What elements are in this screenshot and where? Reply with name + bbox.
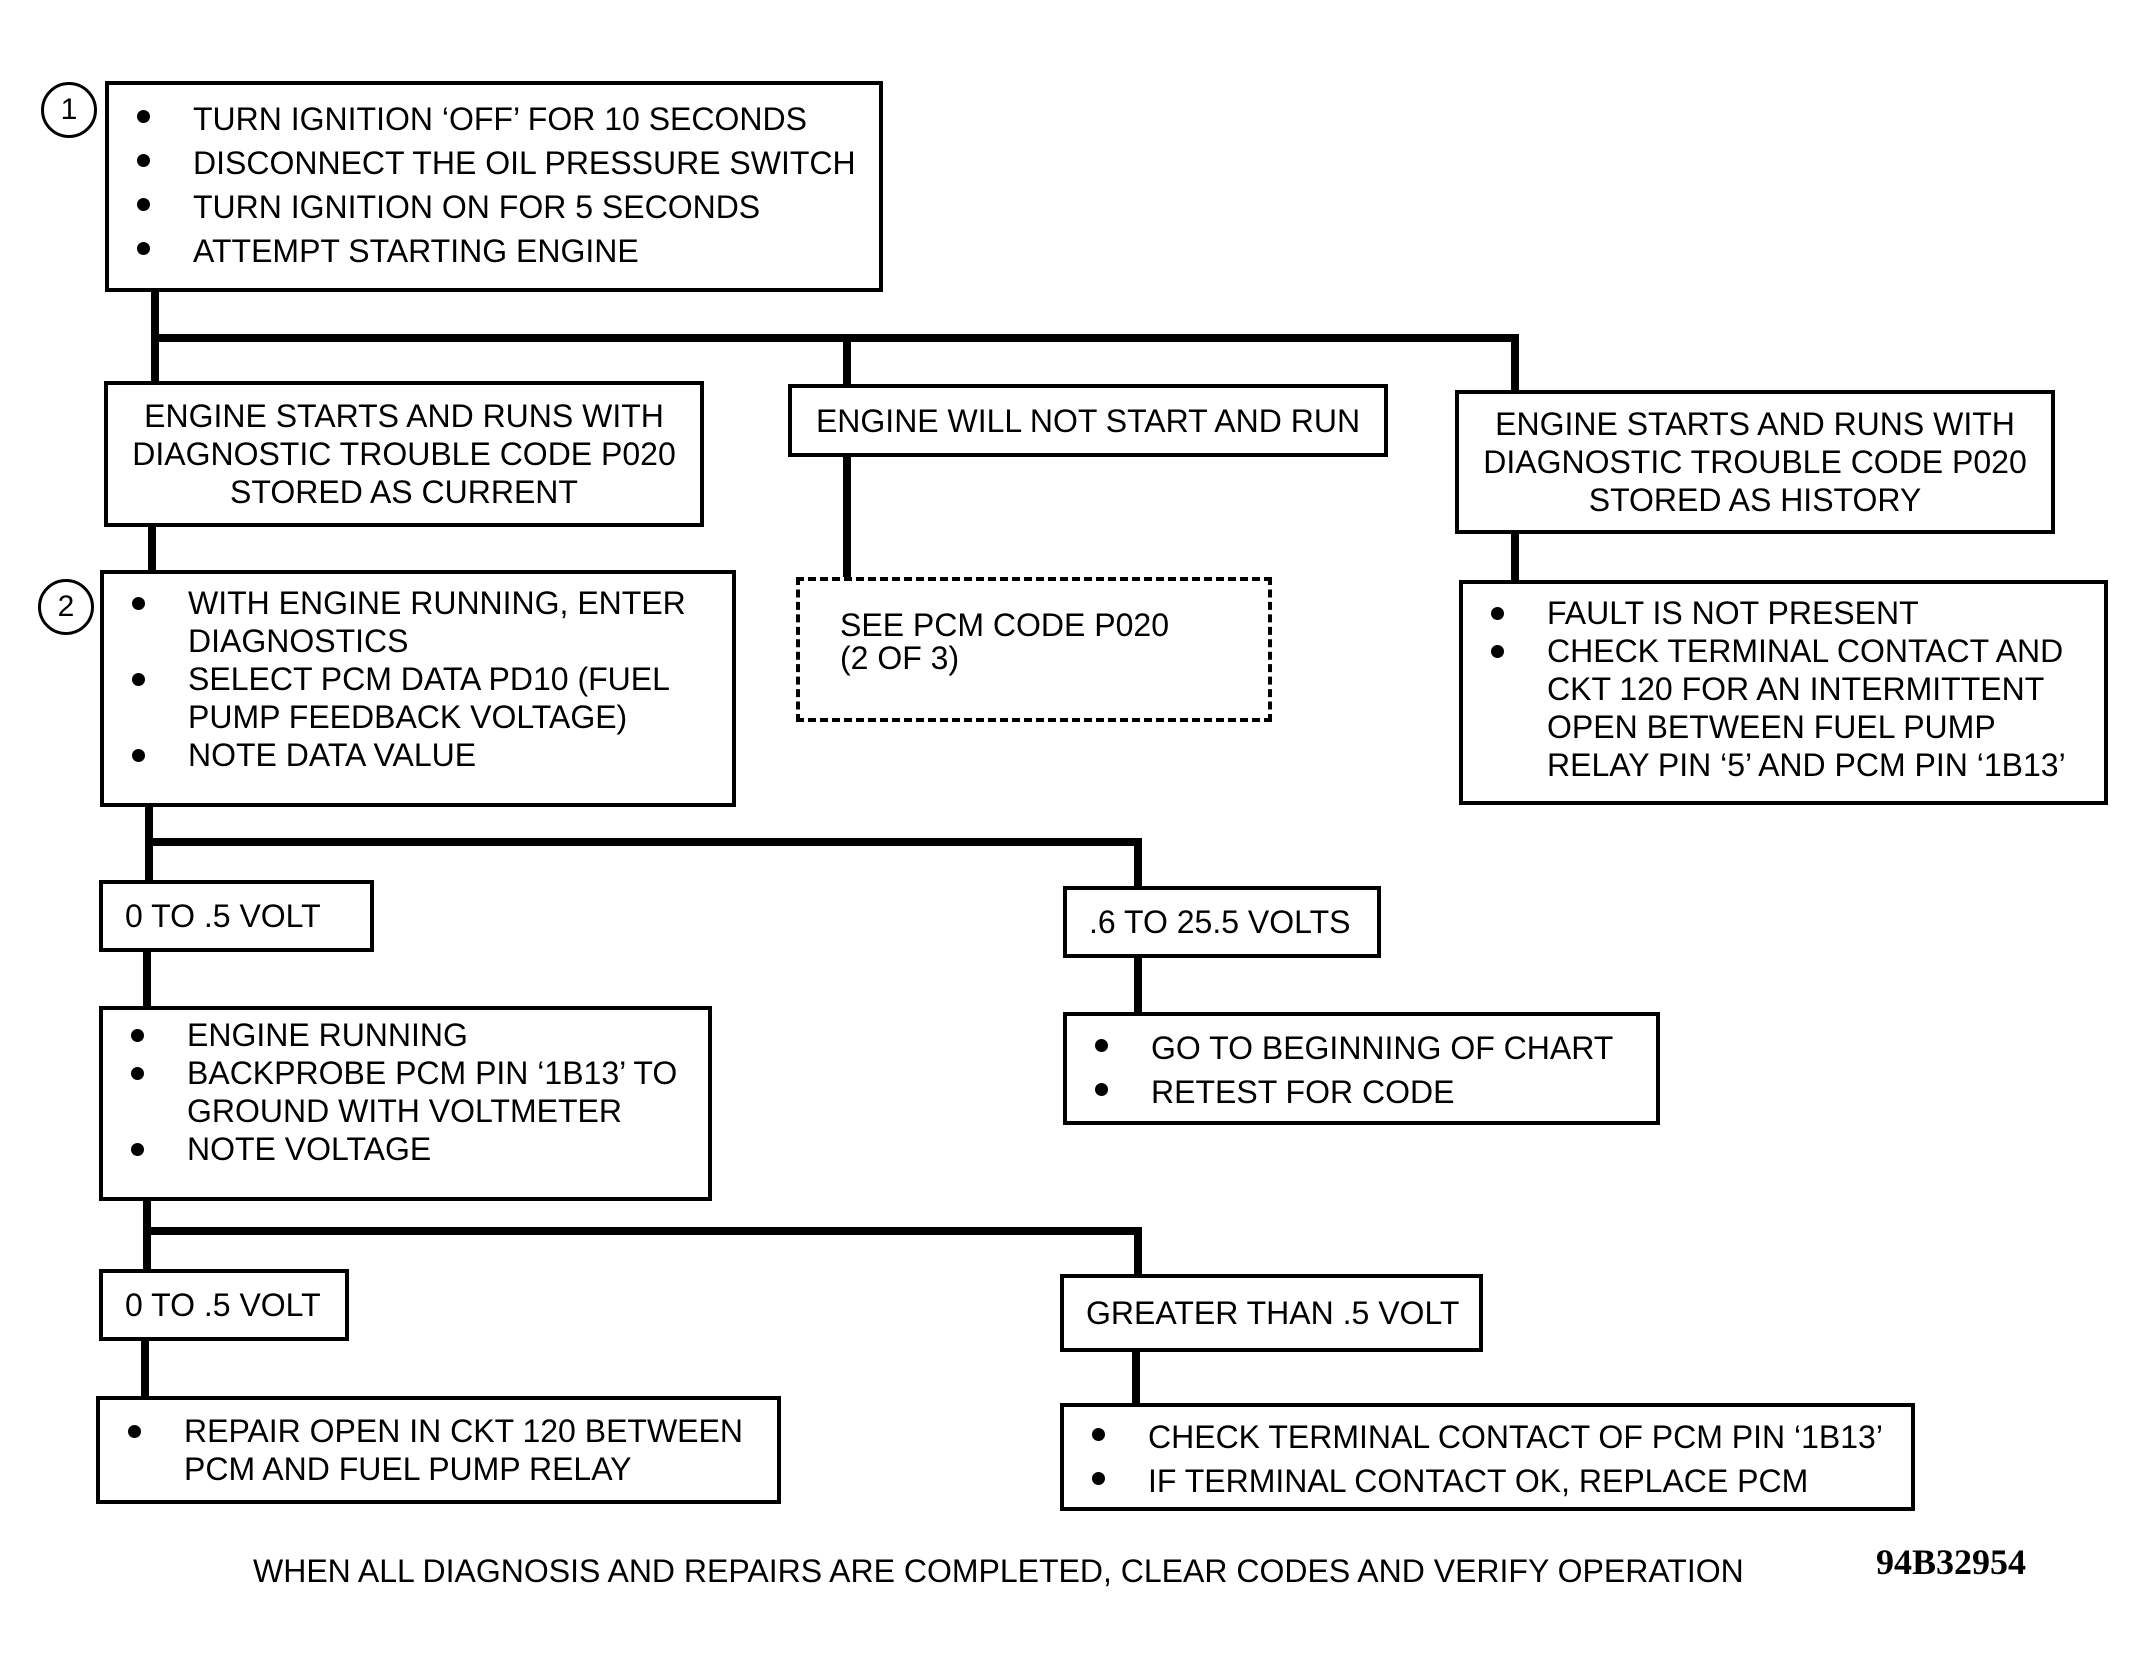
start-item-line: TURN IGNITION ON FOR 5 SECONDS	[193, 189, 761, 225]
result-history-line-1: ENGINE STARTS AND RUNS WITH	[1495, 406, 2015, 442]
backprobe-item: NOTE VOLTAGE	[103, 1130, 708, 1168]
replace-item-line: CHECK TERMINAL CONTACT OF PCM PIN ‘1B13’	[1148, 1419, 1883, 1455]
start-item: TURN IGNITION ON FOR 5 SECONDS	[109, 185, 879, 229]
replace-item-line: IF TERMINAL CONTACT OK, REPLACE PCM	[1148, 1463, 1809, 1499]
box-result-current: ENGINE STARTS AND RUNS WITH DIAGNOSTIC T…	[104, 381, 704, 527]
step2-item-line: DIAGNOSTICS	[188, 623, 409, 659]
box-retest: GO TO BEGINNING OF CHART RETEST FOR CODE	[1063, 1012, 1660, 1125]
step2-item-line: PUMP FEEDBACK VOLTAGE)	[188, 699, 628, 735]
label-low-voltage-1-text: 0 TO .5 VOLT	[125, 898, 321, 934]
backprobe-item-line: NOTE VOLTAGE	[187, 1131, 432, 1167]
label-high-voltage-2-text: GREATER THAN .5 VOLT	[1086, 1295, 1460, 1331]
result-history-line-3: STORED AS HISTORY	[1588, 482, 1922, 518]
label-high-voltage-2: GREATER THAN .5 VOLT	[1060, 1274, 1483, 1352]
label-low-voltage-2: 0 TO .5 VOLT	[99, 1269, 349, 1341]
repair-item-line: REPAIR OPEN IN CKT 120 BETWEEN	[184, 1413, 743, 1449]
start-item-line: ATTEMPT STARTING ENGINE	[193, 233, 639, 269]
see-code-line-1: SEE PCM CODE P020	[840, 607, 1169, 643]
history-action-item-line: OPEN BETWEEN FUEL PUMP	[1547, 709, 1996, 745]
step2-item: NOTE DATA VALUE	[104, 736, 732, 774]
replace-item: IF TERMINAL CONTACT OK, REPLACE PCM	[1064, 1459, 1911, 1503]
backprobe-item-line: ENGINE RUNNING	[187, 1017, 468, 1053]
retest-item-line: RETEST FOR CODE	[1151, 1074, 1455, 1110]
figure-reference: 94B32954	[1876, 1542, 2027, 1582]
retest-item: RETEST FOR CODE	[1067, 1070, 1656, 1114]
step2-item-line: WITH ENGINE RUNNING, ENTER	[188, 585, 686, 621]
label-high-voltage-1: .6 TO 25.5 VOLTS	[1063, 886, 1381, 958]
backprobe-item-line: GROUND WITH VOLTMETER	[187, 1093, 622, 1129]
start-item: DISCONNECT THE OIL PRESSURE SWITCH	[109, 141, 879, 185]
result-no-start-text: ENGINE WILL NOT START AND RUN	[815, 402, 1361, 439]
footer-note: WHEN ALL DIAGNOSIS AND REPAIRS ARE COMPL…	[253, 1553, 1744, 1589]
step2-item-line: SELECT PCM DATA PD10 (FUEL	[188, 661, 670, 697]
history-action-item-line: RELAY PIN ‘5’ AND PCM PIN ‘1B13’	[1547, 747, 2066, 783]
result-current-line-1: ENGINE STARTS AND RUNS WITH	[144, 398, 664, 434]
start-procedure-list: TURN IGNITION ‘OFF’ FOR 10 SECONDS DISCON…	[109, 97, 879, 273]
backprobe-item-line: BACKPROBE PCM PIN ‘1B13’ TO	[187, 1055, 678, 1091]
box-see-pcm-code: SEE PCM CODE P020 (2 OF 3)	[796, 577, 1272, 722]
box-replace-pcm: CHECK TERMINAL CONTACT OF PCM PIN ‘1B13’…	[1060, 1403, 1915, 1511]
label-low-voltage-1: 0 TO .5 VOLT	[99, 880, 374, 952]
box-result-no-start: ENGINE WILL NOT START AND RUN	[788, 384, 1388, 457]
step-marker-1: 1	[41, 82, 97, 138]
retest-item-line: GO TO BEGINNING OF CHART	[1151, 1030, 1614, 1066]
start-item-line: TURN IGNITION ‘OFF’ FOR 10 SECONDS	[193, 101, 807, 137]
start-item: TURN IGNITION ‘OFF’ FOR 10 SECONDS	[109, 97, 879, 141]
backprobe-item: ENGINE RUNNING	[103, 1016, 708, 1054]
start-item-line: DISCONNECT THE OIL PRESSURE SWITCH	[193, 145, 856, 181]
step-marker-2: 2	[38, 579, 94, 635]
label-high-voltage-1-text: .6 TO 25.5 VOLTS	[1089, 904, 1351, 940]
step2-item-line: NOTE DATA VALUE	[188, 737, 477, 773]
result-current-line-3: STORED AS CURRENT	[230, 474, 578, 510]
history-action-item-line: FAULT IS NOT PRESENT	[1547, 595, 1919, 631]
replace-list: CHECK TERMINAL CONTACT OF PCM PIN ‘1B13’…	[1064, 1415, 1911, 1503]
replace-item: CHECK TERMINAL CONTACT OF PCM PIN ‘1B13’	[1064, 1415, 1911, 1459]
history-action-item: FAULT IS NOT PRESENT	[1463, 594, 2104, 632]
history-action-item-line: CKT 120 FOR AN INTERMITTENT	[1547, 671, 2045, 707]
history-action-item-line: CHECK TERMINAL CONTACT AND	[1547, 633, 2064, 669]
box-start-procedure: TURN IGNITION ‘OFF’ FOR 10 SECONDS DISCON…	[105, 81, 883, 292]
box-result-history: ENGINE STARTS AND RUNS WITH DIAGNOSTIC T…	[1455, 390, 2055, 534]
repair-item-line: PCM AND FUEL PUMP RELAY	[184, 1451, 632, 1487]
start-item: ATTEMPT STARTING ENGINE	[109, 229, 879, 273]
label-low-voltage-2-text: 0 TO .5 VOLT	[125, 1287, 321, 1323]
retest-item: GO TO BEGINNING OF CHART	[1067, 1026, 1656, 1070]
retest-list: GO TO BEGINNING OF CHART RETEST FOR CODE	[1067, 1026, 1656, 1114]
result-history-line-2: DIAGNOSTIC TROUBLE CODE P020	[1483, 444, 2027, 480]
result-current-line-2: DIAGNOSTIC TROUBLE CODE P020	[132, 436, 676, 472]
see-code-line-2: (2 OF 3)	[840, 640, 960, 676]
